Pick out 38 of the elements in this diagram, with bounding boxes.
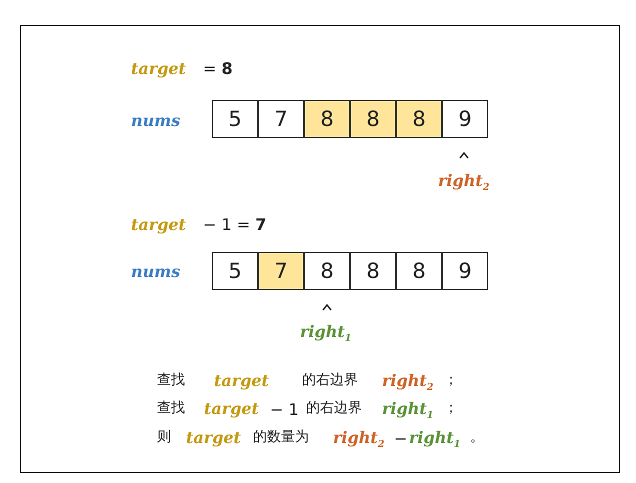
note-text: 则 <box>157 429 171 446</box>
math-label: right$_{2}$ <box>438 171 490 194</box>
math-label: target <box>186 428 241 448</box>
equation-text: − <box>394 429 408 448</box>
highlighted-array-cell: 8 <box>396 100 442 138</box>
math-label: nums <box>131 111 180 130</box>
note-text: 查找 <box>157 372 185 389</box>
note-text: 查找 <box>157 400 185 417</box>
note-text: 的右边界 <box>302 372 358 389</box>
array-cell: 8 <box>350 252 396 290</box>
array-cell: 8 <box>304 252 350 290</box>
math-label: right$_{1}$ <box>382 399 434 422</box>
math-label: target <box>214 371 269 390</box>
highlighted-array-cell: 8 <box>304 100 350 138</box>
note-text: ； <box>444 372 458 389</box>
array-cell: 9 <box>442 252 488 290</box>
equation-text: − 1 <box>270 400 299 420</box>
math-label: nums <box>131 262 180 282</box>
equation-text: = 8 <box>203 59 233 78</box>
highlighted-array-cell: 8 <box>350 100 396 138</box>
note-text: 的右边界 <box>306 400 362 417</box>
math-label: right$_{2}$ <box>382 371 434 394</box>
math-label: right$_{1}$ <box>300 322 352 345</box>
math-label: right$_{2}$ <box>333 428 384 451</box>
array-cell: 5 <box>212 100 258 138</box>
note-text: 。 <box>470 429 484 446</box>
math-label: right$_{1}$ <box>409 428 460 451</box>
array-cell: 9 <box>442 100 488 138</box>
math-label: target <box>204 399 259 418</box>
array-cell: 8 <box>396 252 442 290</box>
math-label: target <box>131 59 186 78</box>
equation-text: − 1 = 7 <box>203 215 266 234</box>
math-label: target <box>131 215 186 234</box>
note-text: ； <box>444 400 458 417</box>
array-cell: 5 <box>212 252 258 290</box>
note-text: 的数量为 <box>253 429 309 446</box>
highlighted-array-cell: 7 <box>258 252 304 290</box>
array-cell: 7 <box>258 100 304 138</box>
